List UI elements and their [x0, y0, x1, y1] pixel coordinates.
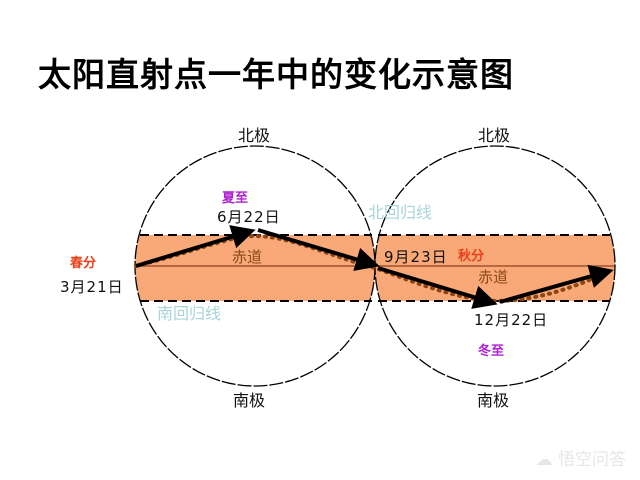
autumn-equinox-label: 秋分: [458, 249, 485, 264]
summer-solstice-label: 夏至: [222, 191, 249, 206]
north-pole-label-right: 北极: [478, 126, 511, 145]
winter-solstice-date: 12月22日: [474, 311, 549, 329]
watermark: ☁ 悟空问答: [535, 450, 626, 470]
diagram-title: 太阳直射点一年中的变化示意图: [38, 55, 514, 94]
autumn-equinox-date: 9月23日: [384, 248, 448, 266]
tropic-band-left: [135, 235, 375, 301]
winter-solstice-label: 冬至: [478, 344, 505, 359]
summer-solstice-date: 6月22日: [217, 208, 281, 226]
south-pole-label-right: 南极: [477, 391, 510, 410]
south-pole-label-left: 南极: [233, 391, 266, 410]
tropic-of-capricorn-label: 南回归线: [157, 304, 222, 323]
equator-label-left: 赤道: [232, 248, 263, 266]
spring-equinox-date: 3月21日: [60, 278, 124, 296]
tropic-of-cancer-label: 北回归线: [368, 203, 433, 222]
watermark-logo-icon: ☁: [535, 450, 558, 470]
spring-equinox-label: 春分: [70, 256, 97, 271]
sun-path-arrows: [135, 225, 614, 309]
north-pole-label-left: 北极: [238, 126, 271, 145]
equator-label-right: 赤道: [478, 268, 509, 286]
